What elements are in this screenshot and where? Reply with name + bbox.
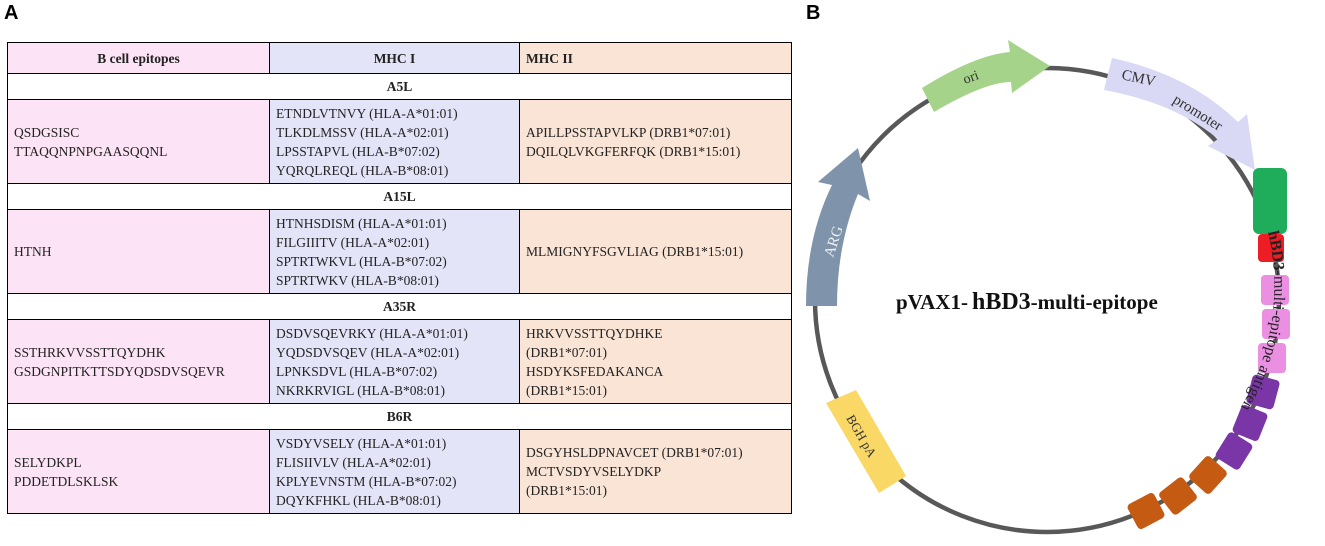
epitope: MCTVSDYVSELYDKP xyxy=(526,464,662,479)
cmv-promoter-feature xyxy=(1104,58,1255,170)
mhc1-cell: VSDYVSELY (HLA-A*01:01) FLISIIVLV (HLA-A… xyxy=(269,429,520,514)
mhc1-cell: ETNDLVTNVY (HLA-A*01:01) TLKDLMSSV (HLA-… xyxy=(269,99,520,184)
epitope: TTAQQNPNPGAASQQNL xyxy=(14,143,168,159)
epitope: (DRB1*07:01) xyxy=(526,344,607,360)
epitope: PDDETDLSKLSK xyxy=(14,473,119,489)
section-title: A15L xyxy=(7,183,792,210)
bgh-pa-feature xyxy=(826,390,906,493)
epitope: TLKDLMSSV (HLA-A*02:01) xyxy=(276,124,449,140)
b-cell-cell: SELYDKPL PDDETDLSKLSK xyxy=(7,429,270,514)
section-row-a5l: A5L xyxy=(7,73,792,100)
epitope: ETNDLVTNVY (HLA-A*01:01) xyxy=(276,105,458,121)
title-bold: hBD3 xyxy=(972,289,1031,315)
table-row: QSDGSISC TTAQQNPNPGAASQQNL ETNDLVTNVY (H… xyxy=(7,99,792,184)
ori-label: ori xyxy=(961,68,981,87)
plasmid-map: ori CMV promoter ARG BGH pA hBD3-multi-e… xyxy=(806,40,1290,535)
epitope-segment-pink xyxy=(1262,309,1290,339)
epitope-segment-orange xyxy=(1127,493,1165,529)
panel-b-label: B xyxy=(806,2,821,24)
mhc2-cell: DSGYHSLDPNAVCET (DRB1*07:01) MCTVSDYVSEL… xyxy=(519,429,792,514)
epitope: (DRB1*15:01) xyxy=(526,483,607,498)
antigen-label-bold: hBD3 xyxy=(1264,229,1287,271)
epitope: (DRB1*15:01) xyxy=(526,382,607,398)
epitope: FILGIIITV (HLA-A*02:01) xyxy=(276,234,430,250)
mhc1-cell: DSDVSQEVRKY (HLA-A*01:01) YQDSDVSQEV (HL… xyxy=(269,319,520,404)
header-b-cell: B cell epitopes xyxy=(7,42,270,74)
epitope: VSDYVSELY (HLA-A*01:01) xyxy=(276,435,447,451)
epitope: LPNKSDVL (HLA-B*07:02) xyxy=(276,363,438,379)
table-row: HTNH HTNHSDISM (HLA-A*01:01) FILGIIITV (… xyxy=(7,209,792,294)
epitope: SELYDKPL xyxy=(14,454,82,470)
epitope: QSDGSISC xyxy=(14,124,80,140)
epitope-segment-purple xyxy=(1215,432,1253,470)
epitope-segment-pink xyxy=(1261,275,1289,305)
epitope: DQILQLVKGFERFQK (DRB1*15:01) xyxy=(526,143,741,159)
epitope: HSDYKSFEDAKANCA xyxy=(526,363,664,379)
title-suffix: -multi-epitope xyxy=(1031,290,1158,314)
section-title: A5L xyxy=(7,73,792,100)
panel-a-label: A xyxy=(4,2,19,24)
epitope-segment-purple xyxy=(1246,374,1280,410)
header-mhc1: MHC I xyxy=(269,42,520,74)
arg-feature xyxy=(806,148,870,306)
epitope: SPTRTWKVL (HLA-B*07:02) xyxy=(276,253,447,269)
table-row: SSTHRKVVSSTTQYDHK GSDGNPITKTTSDYQDSDVSQE… xyxy=(7,319,792,404)
mhc2-cell: MLMIGNYFSGVLIAG (DRB1*15:01) xyxy=(519,209,792,294)
epitope: SSTHRKVVSSTTQYDHK xyxy=(14,344,166,360)
epitope: HRKVVSSTTQYDHKE xyxy=(526,325,663,341)
epitope-segment-purple xyxy=(1232,405,1268,441)
hbd3-segment xyxy=(1253,168,1287,234)
epitope-segment-orange xyxy=(1159,477,1197,515)
section-row-b6r: B6R xyxy=(7,403,792,430)
epitope: HTNH xyxy=(14,244,52,259)
section-row-a35r: A35R xyxy=(7,293,792,320)
b-cell-cell: SSTHRKVVSSTTQYDHK GSDGNPITKTTSDYQDSDVSQE… xyxy=(7,319,270,404)
plasmid-title: pVAX1- hBD3-multi-epitope xyxy=(896,289,1158,315)
section-row-a15l: A15L xyxy=(7,183,792,210)
mhc2-cell: HRKVVSSTTQYDHKE (DRB1*07:01) HSDYKSFEDAK… xyxy=(519,319,792,404)
table-row: SELYDKPL PDDETDLSKLSK VSDYVSELY (HLA-A*0… xyxy=(7,429,792,514)
epitope: GSDGNPITKTTSDYQDSDVSQEVR xyxy=(14,363,225,379)
epitope-segment-pink xyxy=(1258,343,1286,373)
mhc1-cell: HTNHSDISM (HLA-A*01:01) FILGIIITV (HLA-A… xyxy=(269,209,520,294)
epitope: DQYKFHKL (HLA-B*08:01) xyxy=(276,492,441,508)
ori-feature xyxy=(922,40,1050,112)
table-header-row: B cell epitopes MHC I MHC II xyxy=(7,42,792,74)
section-title: B6R xyxy=(7,403,792,430)
epitope: FLISIIVLV (HLA-A*02:01) xyxy=(276,454,431,470)
b-cell-cell: HTNH xyxy=(7,209,270,294)
mhc2-cell: APILLPSSTAPVLKP (DRB1*07:01) DQILQLVKGFE… xyxy=(519,99,792,184)
epitope: HTNHSDISM (HLA-A*01:01) xyxy=(276,215,447,231)
b-cell-cell: QSDGSISC TTAQQNPNPGAASQQNL xyxy=(7,99,270,184)
epitope: DSGYHSLDPNAVCET (DRB1*07:01) xyxy=(526,445,743,460)
title-prefix: pVAX1- xyxy=(896,290,968,314)
epitope-segment-red xyxy=(1258,234,1284,262)
section-title: A35R xyxy=(7,293,792,320)
epitope: YQRQLREQL (HLA-B*08:01) xyxy=(276,162,449,178)
header-mhc2: MHC II xyxy=(519,42,792,74)
epitope: KPLYEVNSTM (HLA-B*07:02) xyxy=(276,473,457,489)
epitope-segment-orange xyxy=(1189,456,1227,494)
epitope: NKRKRVIGL (HLA-B*08:01) xyxy=(276,382,446,398)
epitope: YQDSDVSQEV (HLA-A*02:01) xyxy=(276,344,460,360)
cmv-label: CMV xyxy=(1120,67,1157,90)
epitope: LPSSTAPVL (HLA-B*07:02) xyxy=(276,143,440,159)
epitope-table: B cell epitopes MHC I MHC II A5L QSDGSIS… xyxy=(7,42,792,514)
epitope: SPTRTWKV (HLA-B*08:01) xyxy=(276,272,439,288)
epitope: DSDVSQEVRKY (HLA-A*01:01) xyxy=(276,325,468,341)
epitope: MLMIGNYFSGVLIAG (DRB1*15:01) xyxy=(526,244,744,259)
epitope: APILLPSSTAPVLKP (DRB1*07:01) xyxy=(526,124,731,140)
